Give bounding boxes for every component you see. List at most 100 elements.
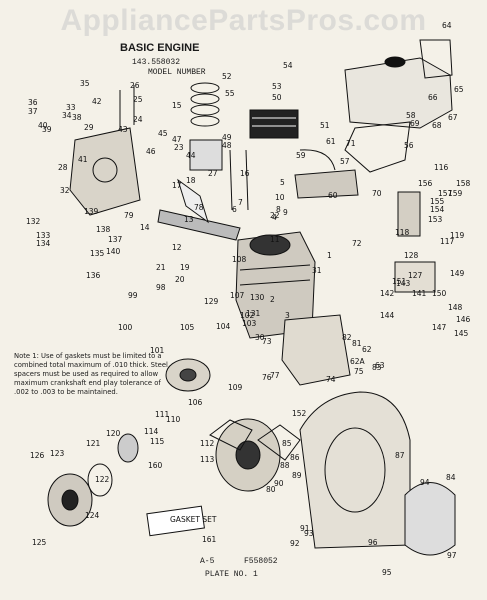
callout-109[interactable]: 109 bbox=[228, 383, 243, 392]
callout-9[interactable]: 9 bbox=[283, 208, 288, 217]
carburetor-parts[interactable] bbox=[394, 191, 436, 293]
callout-151[interactable]: 151 bbox=[392, 277, 407, 286]
callout-92[interactable]: 92 bbox=[290, 539, 300, 548]
callout-4[interactable]: 4 bbox=[272, 213, 277, 222]
callout-154[interactable]: 154 bbox=[430, 205, 445, 214]
tank-bracket[interactable] bbox=[344, 121, 411, 173]
callout-8[interactable]: 8 bbox=[276, 205, 281, 214]
callout-25[interactable]: 25 bbox=[133, 95, 143, 104]
callout-94[interactable]: 94 bbox=[420, 478, 430, 487]
callout-29[interactable]: 29 bbox=[84, 123, 94, 132]
callout-10[interactable]: 10 bbox=[275, 193, 285, 202]
callout-22[interactable]: 22 bbox=[270, 211, 280, 220]
callout-46[interactable]: 46 bbox=[146, 147, 156, 156]
callout-161[interactable]: 161 bbox=[202, 535, 217, 544]
callout-12[interactable]: 12 bbox=[172, 243, 182, 252]
callout-18[interactable]: 18 bbox=[186, 176, 196, 185]
callout-99[interactable]: 99 bbox=[128, 291, 138, 300]
callout-111[interactable]: 111 bbox=[155, 410, 170, 419]
callout-32[interactable]: 32 bbox=[60, 186, 70, 195]
cooling-fins[interactable] bbox=[209, 419, 301, 461]
callout-103[interactable]: 103 bbox=[242, 319, 257, 328]
callout-16[interactable]: 16 bbox=[240, 169, 250, 178]
callout-2[interactable]: 2 bbox=[270, 295, 275, 304]
callout-122[interactable]: 122 bbox=[95, 475, 110, 484]
callout-21[interactable]: 21 bbox=[156, 263, 166, 272]
callout-60[interactable]: 60 bbox=[328, 191, 338, 200]
callout-23[interactable]: 23 bbox=[174, 143, 184, 152]
callout-102[interactable]: 102 bbox=[240, 311, 255, 320]
callout-57[interactable]: 57 bbox=[340, 157, 350, 166]
callout-69[interactable]: 69 bbox=[410, 119, 420, 128]
callout-44[interactable]: 44 bbox=[186, 151, 196, 160]
callout-146[interactable]: 146 bbox=[456, 315, 471, 324]
callout-89[interactable]: 89 bbox=[292, 471, 302, 480]
callout-19[interactable]: 19 bbox=[180, 263, 190, 272]
callout-90[interactable]: 90 bbox=[274, 479, 284, 488]
callout-1[interactable]: 1 bbox=[327, 251, 332, 260]
callout-141[interactable]: 141 bbox=[412, 289, 427, 298]
callout-157[interactable]: 157 bbox=[438, 189, 453, 198]
callout-123[interactable]: 123 bbox=[50, 449, 65, 458]
callout-36[interactable]: 36 bbox=[28, 98, 38, 107]
callout-39[interactable]: 39 bbox=[42, 125, 52, 134]
blower-housing[interactable] bbox=[299, 391, 411, 549]
callout-117[interactable]: 117 bbox=[440, 237, 455, 246]
recoil-cover[interactable] bbox=[404, 482, 456, 556]
callout-128[interactable]: 128 bbox=[404, 251, 419, 260]
callout-140[interactable]: 140 bbox=[106, 247, 121, 256]
callout-51[interactable]: 51 bbox=[320, 121, 330, 130]
callout-62a[interactable]: 62A bbox=[350, 357, 366, 366]
piston[interactable] bbox=[189, 139, 223, 171]
valve-assembly[interactable] bbox=[119, 85, 249, 211]
callout-100[interactable]: 100 bbox=[118, 323, 133, 332]
callout-153[interactable]: 153 bbox=[428, 215, 443, 224]
callout-56[interactable]: 56 bbox=[404, 141, 414, 150]
callout-126[interactable]: 126 bbox=[30, 451, 45, 460]
callout-17[interactable]: 17 bbox=[172, 181, 182, 190]
fuel-tank[interactable] bbox=[344, 39, 453, 129]
callout-43[interactable]: 43 bbox=[118, 125, 128, 134]
callout-40[interactable]: 40 bbox=[38, 121, 48, 130]
callout-138[interactable]: 138 bbox=[96, 225, 111, 234]
callout-107[interactable]: 107 bbox=[230, 291, 245, 300]
callout-66[interactable]: 66 bbox=[428, 93, 438, 102]
callout-30[interactable]: 30 bbox=[255, 333, 265, 342]
callout-20[interactable]: 20 bbox=[175, 275, 185, 284]
gear-cover-plate[interactable] bbox=[281, 314, 351, 386]
callout-67[interactable]: 67 bbox=[448, 113, 458, 122]
callout-104[interactable]: 104 bbox=[216, 322, 231, 331]
flywheel[interactable] bbox=[215, 418, 281, 492]
callout-143[interactable]: 143 bbox=[396, 279, 411, 288]
callout-106[interactable]: 106 bbox=[188, 398, 203, 407]
callout-13[interactable]: 13 bbox=[184, 215, 194, 224]
callout-150[interactable]: 150 bbox=[432, 289, 447, 298]
crankcase-cover[interactable] bbox=[69, 127, 141, 216]
callout-80[interactable]: 80 bbox=[266, 485, 276, 494]
callout-112[interactable]: 112 bbox=[200, 439, 215, 448]
callout-41[interactable]: 41 bbox=[78, 155, 88, 164]
callout-88[interactable]: 88 bbox=[280, 461, 290, 470]
callout-48[interactable]: 48 bbox=[222, 141, 232, 150]
callout-74[interactable]: 74 bbox=[326, 375, 336, 384]
callout-130[interactable]: 130 bbox=[250, 293, 265, 302]
callout-156[interactable]: 156 bbox=[418, 179, 433, 188]
callout-38[interactable]: 38 bbox=[72, 113, 82, 122]
callout-127[interactable]: 127 bbox=[408, 271, 423, 280]
callout-114[interactable]: 114 bbox=[144, 427, 159, 436]
callout-148[interactable]: 148 bbox=[448, 303, 463, 312]
callout-142[interactable]: 142 bbox=[380, 289, 395, 298]
callout-61[interactable]: 61 bbox=[326, 137, 336, 146]
callout-152[interactable]: 152 bbox=[292, 409, 307, 418]
callout-116[interactable]: 116 bbox=[434, 163, 449, 172]
callout-160[interactable]: 160 bbox=[148, 461, 163, 470]
callout-120[interactable]: 120 bbox=[106, 429, 121, 438]
callout-83[interactable]: 83 bbox=[372, 363, 382, 372]
callout-58[interactable]: 58 bbox=[406, 111, 416, 120]
callout-145[interactable]: 145 bbox=[454, 329, 469, 338]
callout-96[interactable]: 96 bbox=[368, 538, 378, 547]
callout-155[interactable]: 155 bbox=[430, 197, 445, 206]
callout-97[interactable]: 97 bbox=[447, 551, 457, 560]
callout-85[interactable]: 85 bbox=[282, 439, 292, 448]
gasket-pack[interactable] bbox=[146, 505, 205, 537]
